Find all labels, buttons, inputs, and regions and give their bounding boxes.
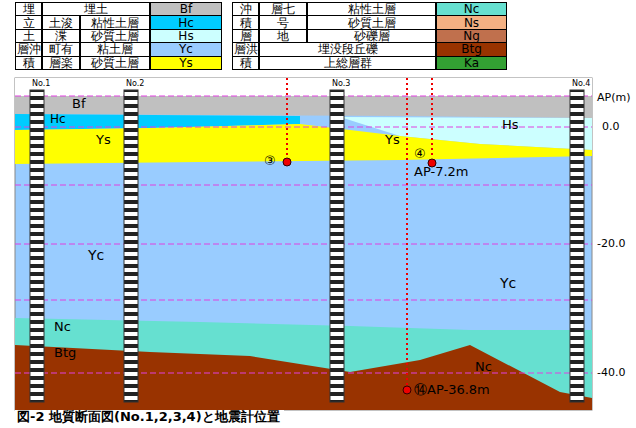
legend-text: Ka bbox=[464, 57, 479, 69]
layer-label: ③ bbox=[264, 154, 276, 168]
table-cell: 層七 bbox=[259, 2, 307, 16]
cell-text: 層七 bbox=[271, 3, 295, 15]
cell-text: 沖 bbox=[240, 3, 252, 15]
table-cell: 埋没段丘礫 bbox=[259, 42, 436, 56]
borehole-label: No.1 bbox=[32, 80, 50, 89]
cell-text: 埋没段丘礫 bbox=[318, 43, 378, 55]
table-cell: 積 bbox=[232, 56, 259, 70]
layer-label: Ys bbox=[385, 133, 400, 147]
table-cell: 号 bbox=[259, 15, 307, 29]
legend-text: Ns bbox=[464, 17, 479, 29]
cell-text: 埋 bbox=[23, 3, 35, 15]
axis-label: -40.0 bbox=[597, 367, 625, 379]
table-cell: 沖 bbox=[232, 2, 259, 16]
table-cell: 土浚 bbox=[42, 15, 80, 29]
cell-text: 粘土層 bbox=[97, 43, 133, 55]
legend-swatch: Hs bbox=[150, 29, 222, 43]
cell-text: 上総層群 bbox=[324, 57, 372, 69]
cell-text: 層 bbox=[240, 30, 252, 42]
table-cell: 層 bbox=[232, 29, 259, 43]
legend-text: Bf bbox=[180, 3, 192, 15]
layer-label: Yc bbox=[500, 276, 516, 291]
table-cell: 層洪 bbox=[232, 42, 259, 56]
cell-text: 層洪 bbox=[234, 43, 258, 55]
legend-swatch: Bf bbox=[150, 2, 222, 16]
legend-text: Ng bbox=[463, 30, 480, 42]
cell-text: 埋土 bbox=[84, 3, 108, 15]
legend-swatch: Ng bbox=[436, 29, 507, 43]
cell-text: 土 bbox=[23, 30, 35, 42]
layer-label: Hc bbox=[50, 113, 66, 126]
legend-text: Yc bbox=[179, 43, 193, 55]
table-cell: 上総層群 bbox=[259, 56, 436, 70]
legend-swatch: Ns bbox=[436, 15, 507, 29]
cell-text: 層沖 bbox=[17, 43, 41, 55]
layer-label: Nc bbox=[54, 320, 71, 334]
borehole-label: No.2 bbox=[126, 80, 144, 89]
caption: 図-2 地質断面図(No.1,2,3,4)と地震計位置 bbox=[15, 410, 284, 424]
cell-text: 層楽 bbox=[49, 57, 73, 69]
table-cell: 粘土層 bbox=[80, 42, 150, 56]
table-cell: 粘性土層 bbox=[307, 2, 436, 16]
legend-text: Nc bbox=[464, 3, 480, 15]
layer-label: Yc bbox=[88, 248, 104, 263]
legend-swatch: Ka bbox=[436, 56, 507, 70]
cell-text: 砂質土層 bbox=[91, 30, 139, 42]
layer-label: Ys bbox=[96, 133, 111, 147]
cell-text: 積 bbox=[240, 17, 252, 29]
table-cell: 積 bbox=[15, 56, 42, 70]
table-cell: 土 bbox=[15, 29, 42, 43]
layer-label: Bf bbox=[72, 97, 86, 111]
axis-label: AP(m) bbox=[597, 92, 630, 104]
cell-text: 号 bbox=[277, 17, 289, 29]
legend-swatch: Yc bbox=[150, 42, 222, 56]
layer-label: Hs bbox=[502, 118, 519, 132]
table-cell: 砂質土層 bbox=[307, 15, 436, 29]
cell-text: 砂質土層 bbox=[91, 57, 139, 69]
layer-label: Btg bbox=[54, 346, 76, 360]
legend-text: Hc bbox=[178, 17, 194, 29]
legend-text: Btg bbox=[461, 43, 482, 55]
cell-text: 粘性土層 bbox=[91, 17, 139, 29]
legend-swatch: Hc bbox=[150, 15, 222, 29]
table-cell: 渫 bbox=[42, 29, 80, 43]
table-cell: 層楽 bbox=[42, 56, 80, 70]
layer-label: Nc bbox=[475, 360, 492, 374]
cell-text: 積 bbox=[240, 57, 252, 69]
cell-text: 渫 bbox=[55, 30, 67, 42]
axis-label: 0.0 bbox=[602, 121, 620, 133]
layer-label: ⑭AP-36.8m bbox=[414, 383, 490, 397]
legend-swatch: Ys bbox=[150, 56, 222, 70]
layer-label: ④ bbox=[414, 147, 426, 161]
table-cell: 層沖 bbox=[15, 42, 42, 56]
cell-text: 砂質土層 bbox=[348, 17, 396, 29]
legend-swatch: Btg bbox=[436, 42, 507, 56]
borehole-label: No.4 bbox=[572, 80, 590, 89]
cell-text: 町有 bbox=[49, 43, 73, 55]
legend-swatch: Nc bbox=[436, 2, 507, 16]
table-cell: 町有 bbox=[42, 42, 80, 56]
table-cell: 地 bbox=[259, 29, 307, 43]
cell-text: 地 bbox=[277, 30, 289, 42]
borehole-label: No.3 bbox=[332, 80, 350, 89]
table-cell: 粘性土層 bbox=[80, 15, 150, 29]
table-cell: 積 bbox=[232, 15, 259, 29]
cell-text: 積 bbox=[23, 57, 35, 69]
table-cell: 砂礫層 bbox=[307, 29, 436, 43]
table-cell: 立 bbox=[15, 15, 42, 29]
axis-label: -20.0 bbox=[597, 238, 625, 250]
cell-text: 砂礫層 bbox=[354, 30, 390, 42]
table-cell: 埋 bbox=[15, 2, 42, 16]
table-cell: 砂質土層 bbox=[80, 56, 150, 70]
cell-text: 立 bbox=[23, 17, 35, 29]
legend-text: Hs bbox=[178, 30, 193, 42]
cell-text: 粘性土層 bbox=[348, 3, 396, 15]
layer-label: AP-7.2m bbox=[414, 165, 468, 179]
legend-text: Ys bbox=[179, 57, 193, 69]
cell-text: 土浚 bbox=[49, 17, 73, 29]
table-cell: 埋土 bbox=[42, 2, 150, 16]
table-cell: 砂質土層 bbox=[80, 29, 150, 43]
